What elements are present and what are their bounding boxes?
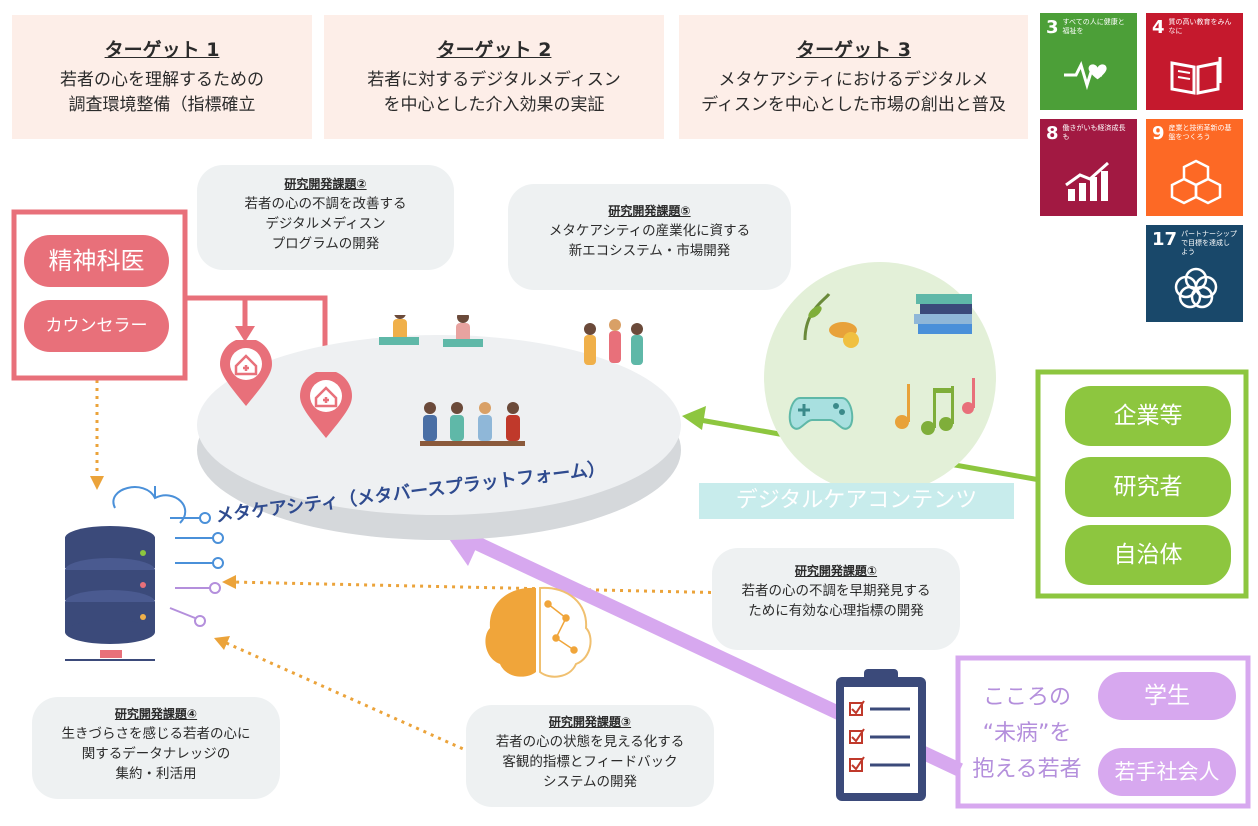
task-4-line-3: 集約・利活用	[115, 766, 197, 782]
hospital-pin-icon-2	[300, 372, 352, 438]
target-2-title: ターゲット 2	[436, 39, 552, 61]
task-3-bubble: 研究開発課題③ 若者の心の状態を見える化する 客観的指標とフィードバック システ…	[466, 705, 714, 807]
target-2-card: ターゲット 2 若者に対するデジタルメディスン を中心とした介入効果の実証	[324, 15, 664, 139]
stakeholder-researchers-label: 研究者	[1113, 474, 1183, 500]
sdg-8-caption: 働きがいも経済成長も	[1062, 124, 1126, 141]
target-1-line-2: 調査環境整備（指標確立	[68, 95, 256, 115]
psychiatrist-pill: 精神科医	[24, 235, 169, 287]
task-5-line-2: 新エコシステム・市場開発	[568, 243, 731, 259]
checklist-clipboard-icon	[836, 669, 926, 801]
youth-workers-pill: 若手社会人	[1098, 748, 1236, 796]
target-1-line-1: 若者の心を理解するための	[60, 70, 264, 90]
people-chatting-icon	[379, 315, 483, 347]
youth-line-2: “未病”を	[982, 721, 1072, 746]
task-2-title: 研究開発課題②	[284, 177, 367, 191]
target-3-line-1: メタケアシティにおけるデジタルメ	[718, 70, 989, 90]
rings-icon	[1174, 267, 1218, 309]
sdg-3-tile: 3 すべての人に健康と福祉を	[1040, 13, 1137, 110]
task-2-line-2: デジタルメディスン	[265, 216, 386, 232]
stakeholder-municipalities-label: 自治体	[1113, 542, 1183, 568]
target-1-title: ターゲット 1	[104, 39, 220, 61]
stakeholder-researchers-pill: 研究者	[1065, 457, 1231, 517]
sdg-9-tile: 9 産業と技術革新の基盤をつくろう	[1146, 119, 1243, 216]
task-4-line-1: 生きづらさを感じる若者の心に	[61, 726, 251, 742]
target-1-card: ターゲット 1 若者の心を理解するための 調査環境整備（指標確立	[12, 15, 312, 139]
counselor-pill: カウンセラー	[24, 300, 169, 352]
task-3-line-1: 若者の心の状態を見える化する	[495, 734, 685, 750]
heartbeat-icon	[1064, 60, 1107, 91]
task-5-title: 研究開発課題⑤	[608, 204, 691, 218]
digital-care-content-label: デジタルケアコンテンツ	[735, 488, 978, 513]
task-3-line-3: システムの開発	[542, 774, 638, 790]
psychiatrist-label: 精神科医	[48, 247, 145, 275]
sdg-17-number: 17	[1152, 229, 1178, 250]
task-4-title: 研究開発課題④	[114, 707, 198, 721]
task-1-line-2: ために有効な心理指標の開発	[748, 603, 924, 619]
growth-chart-icon	[1065, 161, 1109, 201]
task-2-bubble: 研究開発課題② 若者の心の不調を改善する デジタルメディスン プログラムの開発	[197, 165, 454, 270]
task-2-line-3: プログラムの開発	[271, 236, 380, 252]
target-2-line-2: を中心とした介入効果の実証	[383, 95, 605, 115]
task-3-line-2: 客観的指標とフィードバック	[502, 754, 678, 770]
stakeholder-municipalities-pill: 自治体	[1065, 525, 1231, 585]
target-3-card: ターゲット 3 メタケアシティにおけるデジタルメ ディスンを中心とした市場の創出…	[679, 15, 1028, 139]
task-3-title: 研究開発課題③	[548, 715, 632, 729]
counselor-label: カウンセラー	[45, 316, 148, 336]
sdg-3-caption: すべての人に健康と福祉を	[1062, 18, 1125, 35]
target-3-title: ターゲット 3	[796, 39, 911, 61]
hospital-pin-icon	[220, 340, 272, 406]
youth-workers-label: 若手社会人	[1114, 760, 1220, 784]
sdg-8-number: 8	[1046, 123, 1059, 144]
music-notes-icon	[895, 378, 975, 435]
sdg-3-number: 3	[1046, 17, 1059, 38]
youth-students-pill: 学生	[1098, 672, 1236, 720]
sdg-8-tile: 8 働きがいも経済成長も	[1040, 119, 1137, 216]
target-2-line-1: 若者に対するデジタルメディスン	[367, 70, 621, 90]
dancing-people-icon	[584, 319, 643, 365]
task-1-title: 研究開発課題①	[794, 564, 878, 578]
task-4-bubble: 研究開発課題④ 生きづらさを感じる若者の心に 関するデータナレッジの 集約・利活…	[32, 697, 280, 799]
stakeholder-companies-pill: 企業等	[1065, 386, 1231, 446]
task-2-line-1: 若者の心の不調を改善する	[244, 196, 407, 212]
task-4-line-2: 関するデータナレッジの	[81, 746, 231, 762]
youth-line-3: 抱える若者	[972, 757, 1082, 782]
digital-care-content-tag: デジタルケアコンテンツ	[699, 483, 1014, 519]
task-1-line-1: 若者の心の不調を早期発見する	[741, 583, 931, 599]
sdg-17-caption: パートナーシップで目標を達成しよう	[1181, 230, 1237, 256]
book-icon	[1170, 57, 1222, 95]
cubes-icon	[1170, 159, 1222, 205]
group-session-icon	[420, 402, 525, 446]
brain-icon	[485, 586, 592, 678]
youth-students-label: 学生	[1144, 683, 1190, 709]
task-5-line-1: メタケアシティの産業化に資する	[548, 223, 751, 239]
sdg-4-tile: 4 質の高い教育をみんなに	[1146, 13, 1243, 110]
stakeholder-companies-label: 企業等	[1113, 403, 1183, 429]
sdg-4-caption: 質の高い教育をみんなに	[1168, 18, 1232, 35]
sdg-4-number: 4	[1152, 17, 1165, 38]
task-5-bubble: 研究開発課題⑤ メタケアシティの産業化に資する 新エコシステム・市場開発	[508, 184, 791, 290]
books-icon	[914, 294, 972, 334]
sdg-9-number: 9	[1152, 123, 1165, 144]
youth-description: こころの “未病”を 抱える若者	[962, 680, 1092, 788]
herbal-tea-icon	[803, 293, 859, 348]
database-server-icon	[65, 486, 224, 661]
target-3-line-2: ディスンを中心とした市場の創出と普及	[701, 95, 1006, 115]
game-controller-icon	[788, 397, 854, 430]
sdg-9-caption: 産業と技術革新の基盤をつくろう	[1168, 124, 1232, 141]
sdg-17-tile: 17 パートナーシップで目標を達成しよう	[1146, 225, 1243, 322]
youth-line-1: こころの	[982, 685, 1071, 710]
task-1-bubble: 研究開発課題① 若者の心の不調を早期発見する ために有効な心理指標の開発	[712, 548, 960, 650]
